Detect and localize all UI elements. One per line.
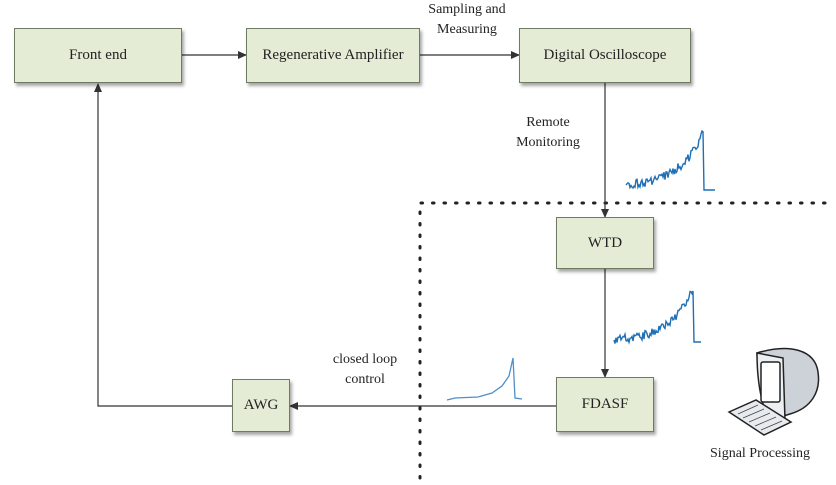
remote-monitoring-label: Remote Monitoring (498, 113, 598, 153)
front-end-box: Front end (14, 28, 182, 83)
signal-processing-region (418, 201, 836, 480)
remote-label-line2: Monitoring (516, 135, 580, 150)
arrow-awg-to-frontend (94, 83, 232, 407)
filtered-signal-waveform (446, 357, 523, 401)
signal-processing-label: Signal Processing (710, 446, 810, 461)
sampling-label-line1: Sampling and (428, 2, 506, 17)
fdasf-box: FDASF (556, 377, 654, 432)
awg-box: AWG (232, 379, 290, 432)
remote-label-line1: Remote (526, 115, 570, 130)
wtd-box: WTD (556, 217, 654, 269)
noisy-signal-waveform-1 (625, 129, 715, 191)
closed-loop-label-line1: closed loop (332, 352, 398, 367)
sampling-measuring-label: Sampling and Measuring (404, 0, 530, 40)
sampling-label-line2: Measuring (437, 22, 497, 37)
closed-loop-control-label: closed loop control (312, 350, 418, 390)
digital-oscilloscope-box: Digital Oscilloscope (519, 28, 691, 83)
regenerative-amplifier-box: Regenerative Amplifier (246, 28, 420, 83)
computer-monitor-keyboard-icon (727, 347, 820, 436)
closed-loop-label-line2: control (345, 372, 385, 387)
noisy-signal-waveform-2 (613, 290, 701, 345)
